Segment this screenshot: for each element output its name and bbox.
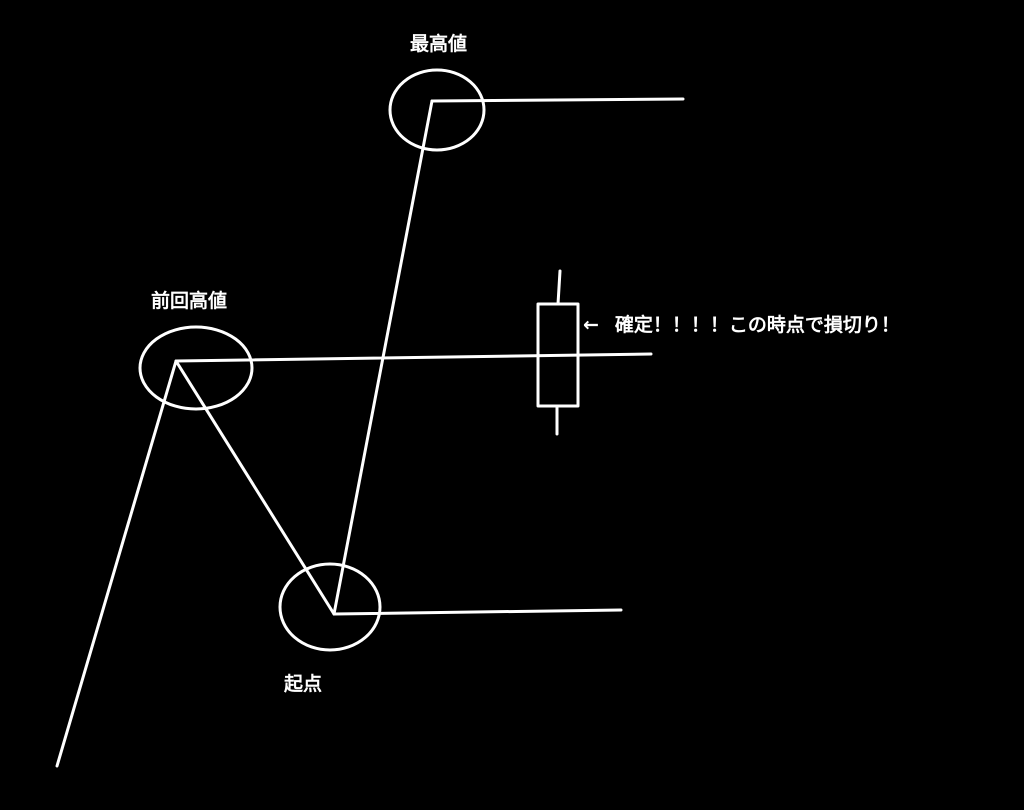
left-arrow-icon: ←: [583, 314, 599, 336]
origin-marker-circle: [278, 562, 382, 652]
previous-high-label: 前回高値: [151, 290, 228, 312]
previous-high-level-line: [174, 352, 653, 363]
stop-loss-annotation-text: 確定！！！！この時点で損切り！: [614, 314, 900, 336]
highest-level-line: [430, 97, 685, 103]
price-path: [55, 99, 434, 768]
candlestick: [536, 269, 580, 436]
origin-label: 起点: [284, 673, 323, 695]
highest-marker-circle: [388, 68, 486, 152]
origin-level-line: [332, 608, 623, 616]
highest-label: 最高値: [410, 33, 468, 55]
previous-high-marker-circle: [138, 325, 254, 411]
candlestick-upper-wick: [556, 269, 562, 306]
stop-loss-annotation: ← 確定！！！！この時点で損切り！: [583, 313, 900, 337]
